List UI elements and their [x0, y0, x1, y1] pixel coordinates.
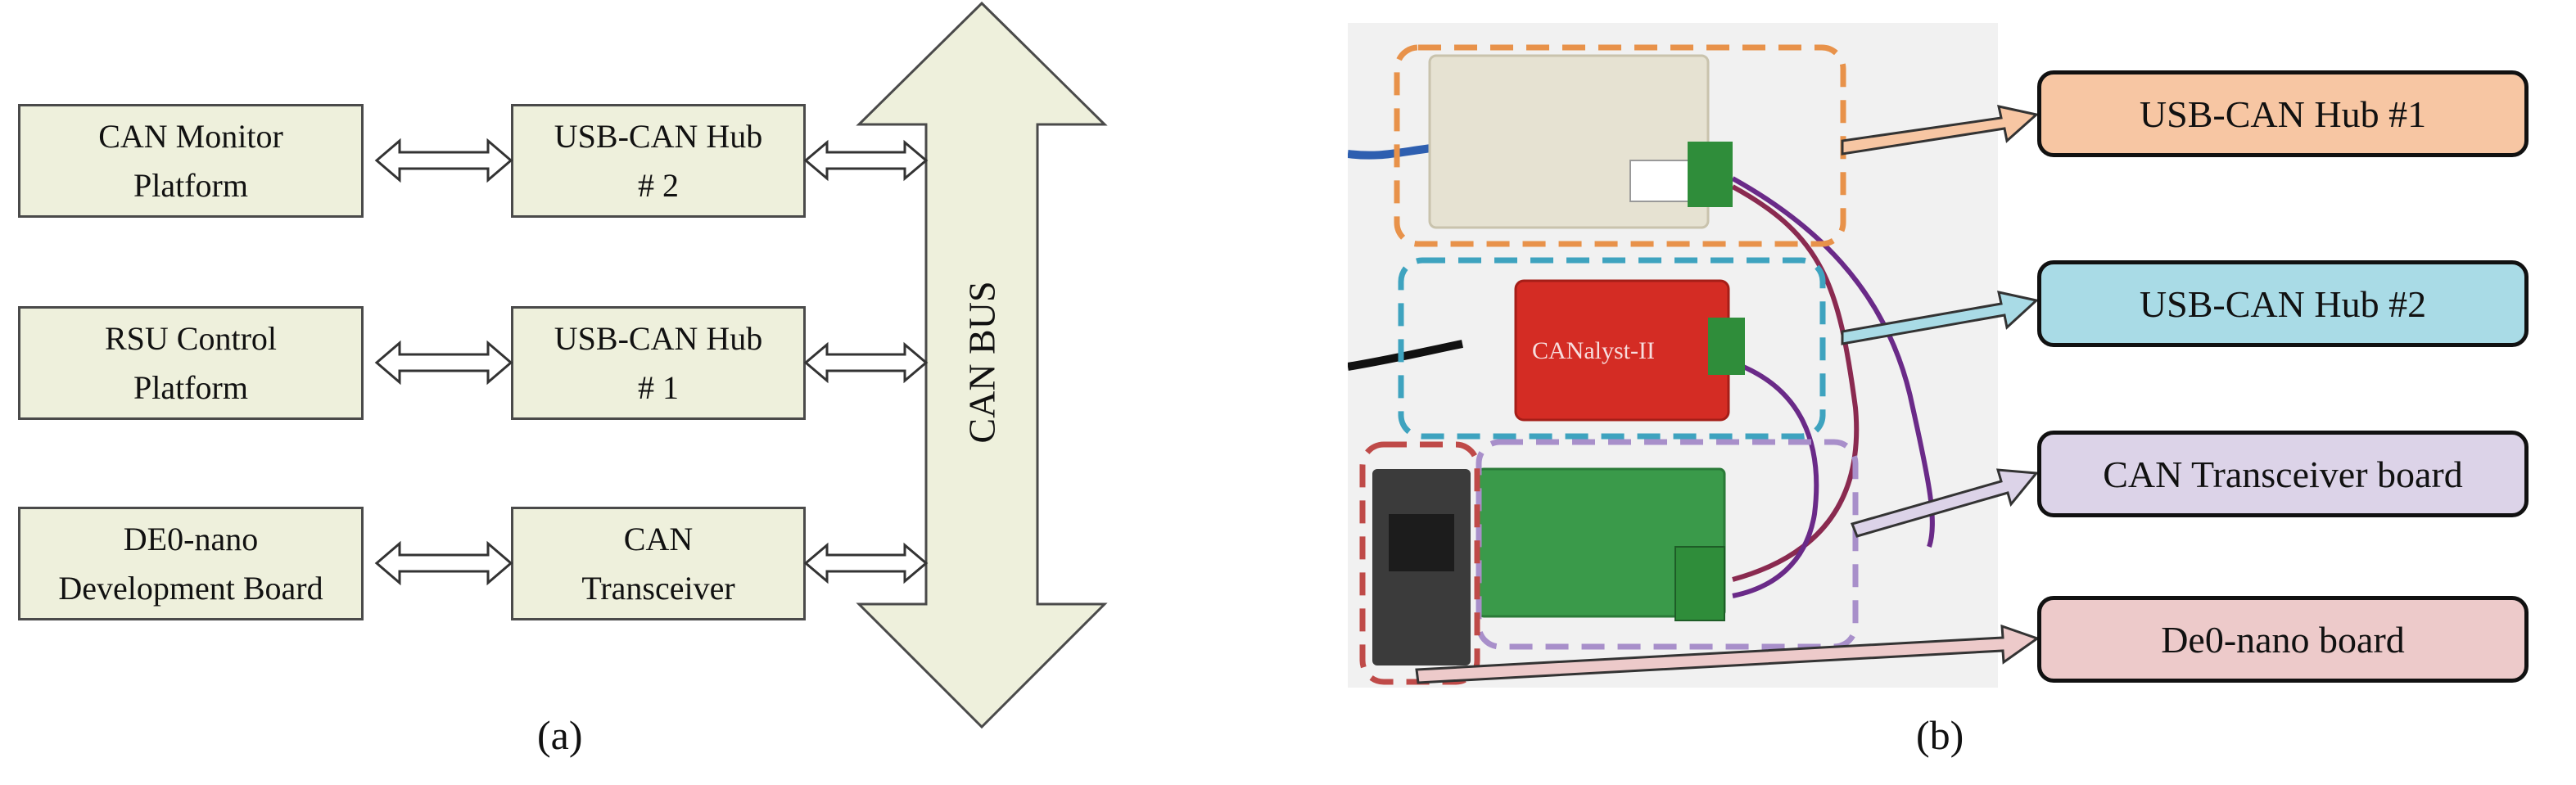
connector-arrow — [803, 341, 929, 384]
callout-usb-can-hub-1: USB-CAN Hub #1 — [2037, 70, 2529, 157]
connector-arrow — [374, 340, 513, 386]
pointer-arrow-de0-nano — [1415, 624, 2040, 684]
device-label-text: CANalyst-II — [1532, 337, 1655, 364]
node-box-de0-nano: DE0-nano Development Board — [18, 507, 364, 620]
node-box-rsu-control: RSU Control Platform — [18, 306, 364, 420]
pointer-arrow-hub-1 — [1841, 105, 2040, 156]
connector-arrow — [803, 139, 929, 182]
callout-usb-can-hub-2: USB-CAN Hub #2 — [2037, 260, 2529, 347]
callout-can-transceiver-board: CAN Transceiver board — [2037, 431, 2529, 517]
hub-box-usb-can-2: USB-CAN Hub # 2 — [511, 104, 806, 218]
panel-b-caption: (b) — [1916, 712, 1964, 758]
pointer-arrow-transceiver — [1850, 468, 2039, 538]
node-box-can-monitor: CAN Monitor Platform — [18, 104, 364, 218]
can-bus-arrow — [856, 1, 1108, 729]
panel-a-caption: (a) — [537, 712, 583, 758]
connector-arrow — [374, 138, 513, 183]
callout-de0-nano-board: De0-nano board — [2037, 596, 2529, 683]
pointer-arrow-hub-2 — [1841, 291, 2040, 345]
hub-box-usb-can-1: USB-CAN Hub # 1 — [511, 306, 806, 420]
connector-arrow — [374, 540, 513, 586]
connector-arrow — [803, 542, 929, 584]
hub-box-can-transceiver: CAN Transceiver — [511, 507, 806, 620]
